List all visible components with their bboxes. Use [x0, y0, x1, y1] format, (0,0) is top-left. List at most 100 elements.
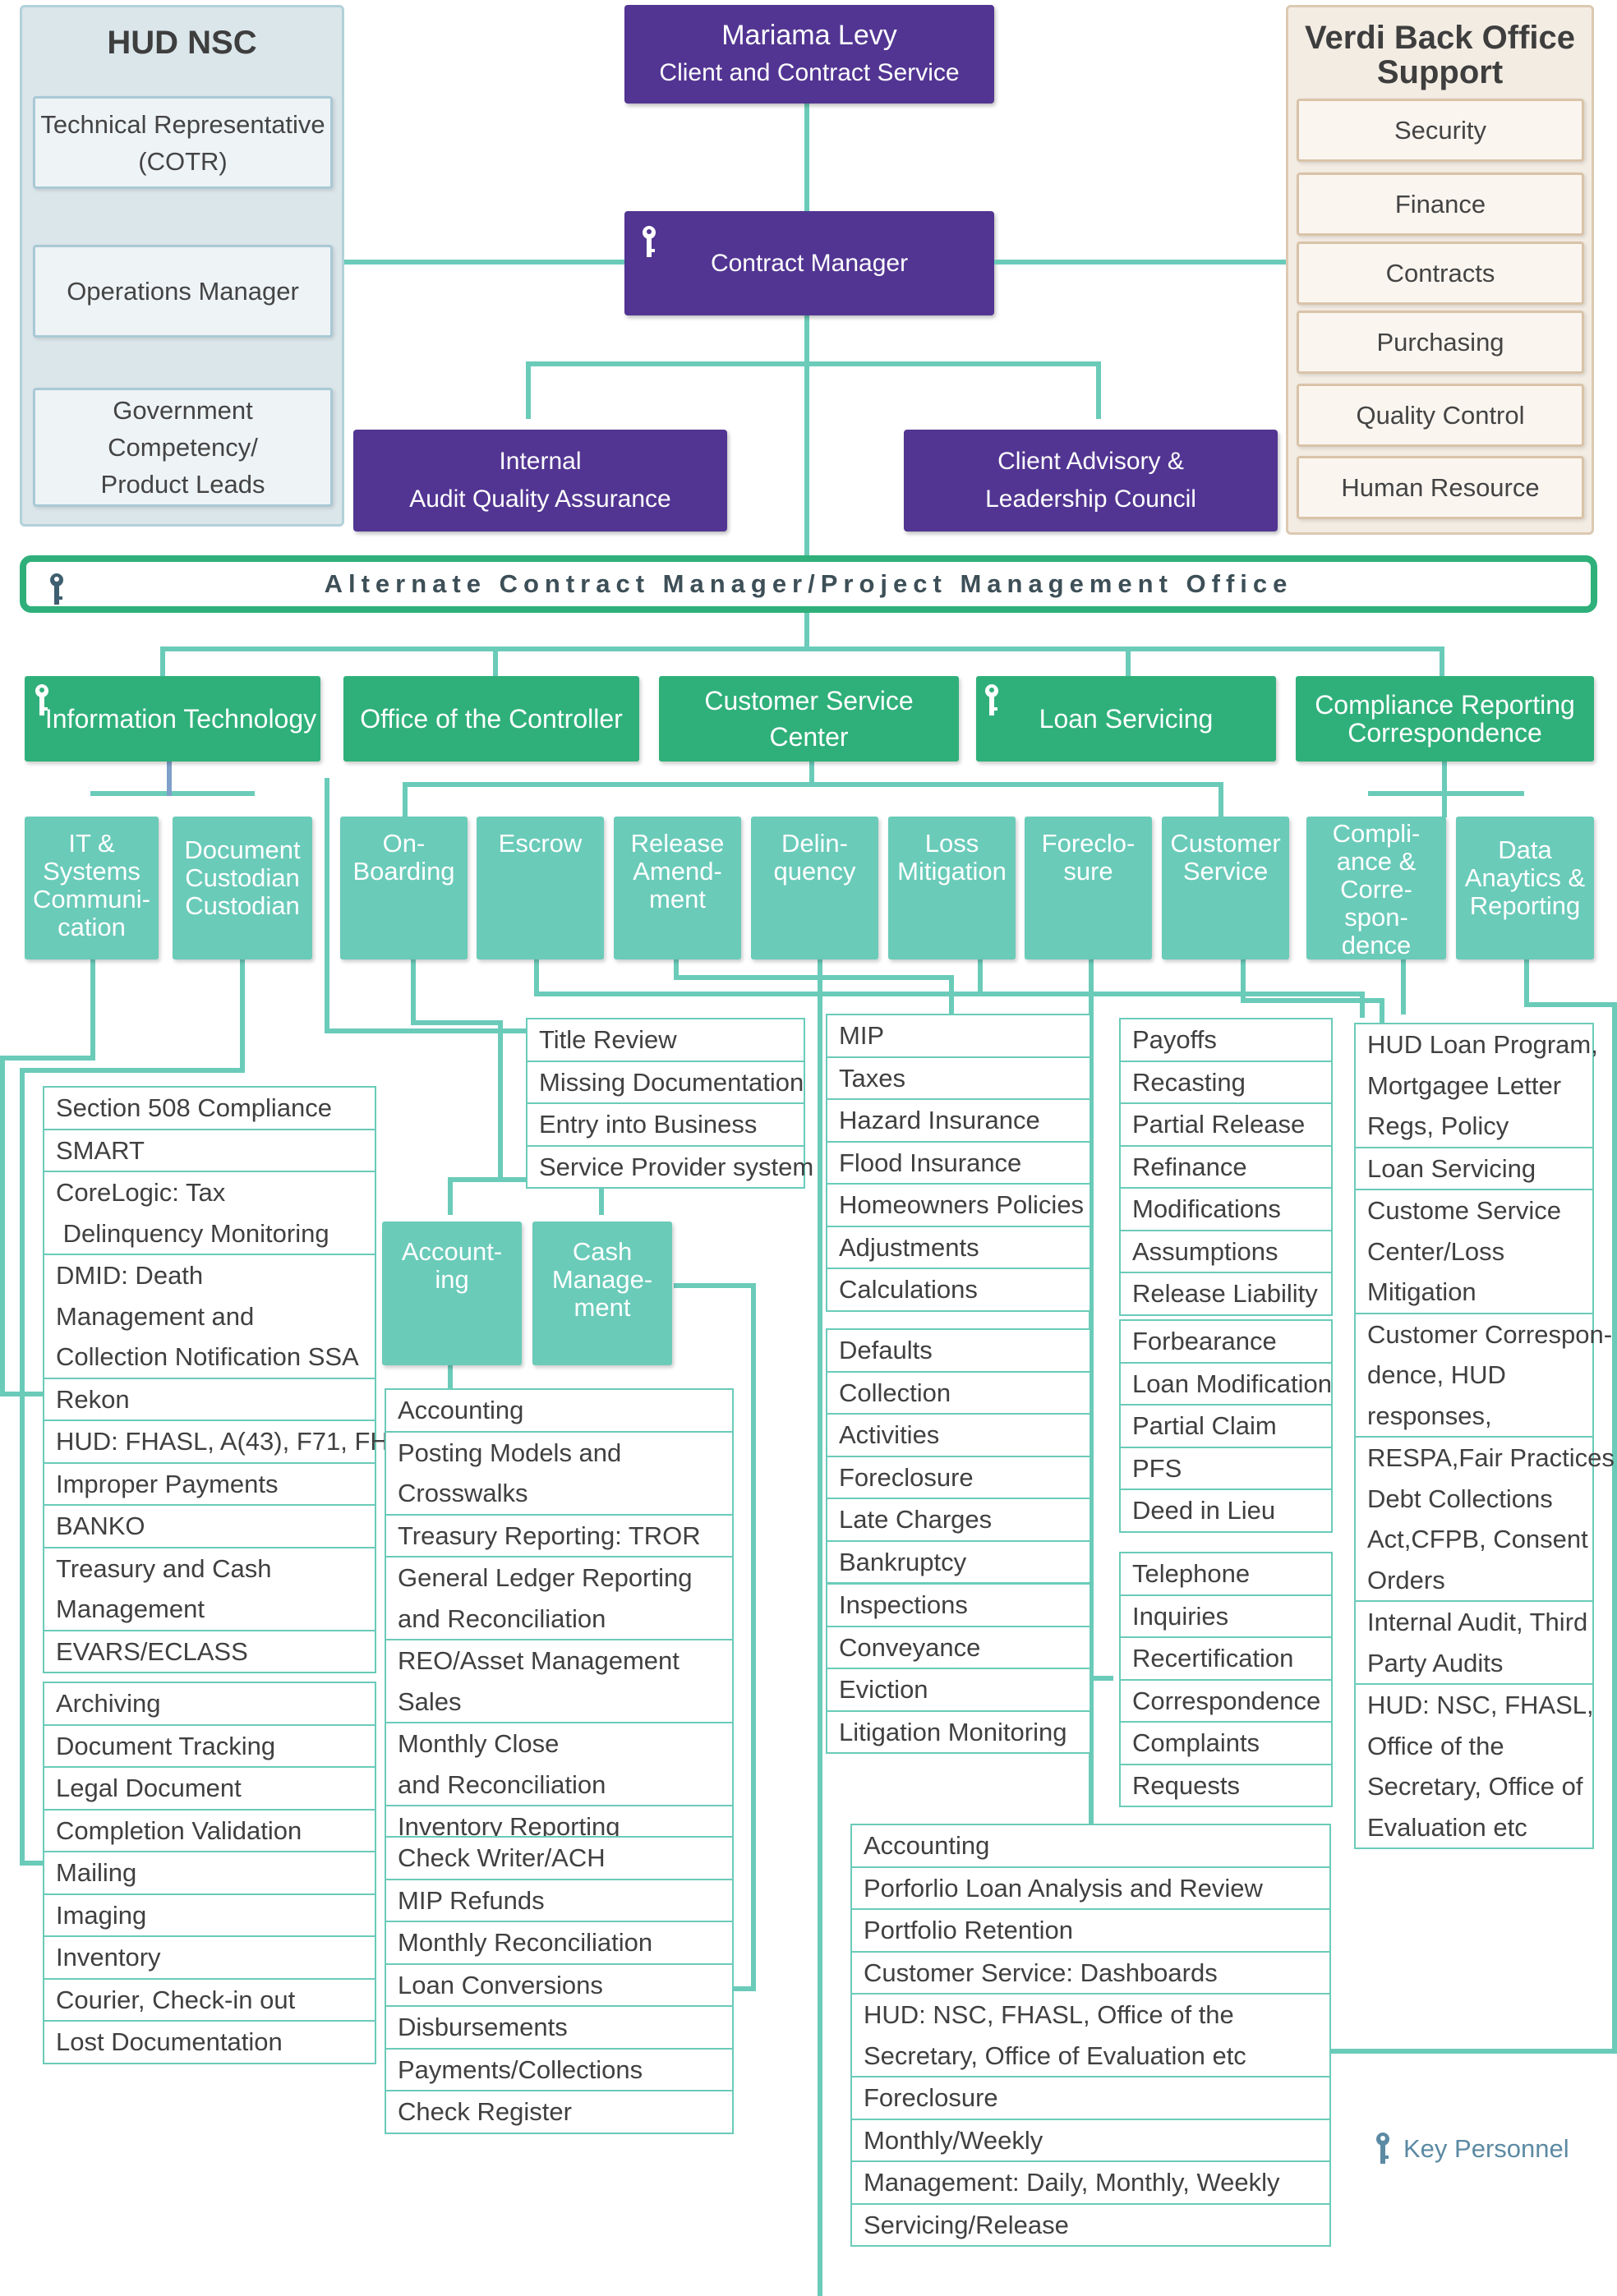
- list-item: Lost Documentation: [56, 2027, 283, 2056]
- connector: [674, 975, 953, 980]
- list-item: Entry into Business: [527, 1104, 804, 1147]
- key-icon: [1376, 2133, 1389, 2164]
- unit-it-systems: IT & Systems Communi- cation: [25, 817, 159, 959]
- list-item: Monthly/Weekly: [852, 2120, 1329, 2162]
- list-item-line: HUD: NSC, FHASL,: [1367, 1691, 1594, 1719]
- cotr-line1: Technical Representative: [40, 109, 325, 139]
- connector: [240, 957, 245, 1073]
- connector: [534, 957, 539, 996]
- connector: [804, 608, 809, 649]
- dept-compliance-reporting: Compliance Reporting Correspondence: [1296, 676, 1594, 761]
- list-item: Rekon: [44, 1379, 375, 1421]
- list-item: Partial Release: [1121, 1104, 1331, 1147]
- list-item: EVARS/ECLASS: [56, 1636, 248, 1666]
- connector: [1096, 361, 1101, 419]
- list-item: Defaults: [827, 1330, 1090, 1373]
- connector: [90, 957, 95, 1061]
- unit-escrow: Escrow: [477, 817, 604, 959]
- unit-data-l2: Anaytics &: [1464, 863, 1586, 892]
- key-icon: [35, 684, 48, 715]
- client-contract-service-box: Mariama Levy Client and Contract Service: [624, 5, 994, 104]
- key-icon: [50, 573, 63, 605]
- list-item: MIP Refunds: [386, 1880, 732, 1922]
- list-item-line: Custome Service: [1367, 1196, 1562, 1225]
- unit-release-l2: Amend-: [633, 857, 722, 886]
- connector: [1089, 1676, 1113, 1681]
- list-item-line: HUD Loan Program,: [1367, 1030, 1598, 1059]
- connector: [411, 1020, 503, 1025]
- unit-acct-l2: ing: [435, 1265, 469, 1294]
- unit-doc-l1: Document: [184, 835, 301, 864]
- connector: [167, 760, 172, 796]
- connector: [1442, 760, 1447, 817]
- operations-manager-box: Operations Manager: [33, 245, 333, 338]
- list-item: Payoffs: [1121, 1019, 1331, 1062]
- list-item: Monthly Reconciliation: [386, 1922, 732, 1965]
- unit-it-l4: cation: [58, 913, 126, 941]
- human-resource-box: Human Resource: [1297, 456, 1584, 519]
- list-item: Litigation Monitoring: [839, 1717, 1067, 1746]
- connector: [1368, 791, 1524, 796]
- unit-comp-l5: dence: [1341, 931, 1412, 959]
- list-item: Calculations: [839, 1275, 978, 1304]
- key-icon: [643, 226, 656, 257]
- list-item-line: Management and: [56, 1301, 255, 1331]
- unit-data-l3: Reporting: [1469, 891, 1581, 920]
- connector: [498, 1020, 503, 1180]
- list-item-line: Office of the: [1367, 1731, 1504, 1760]
- unit-onboard-l2: Boarding: [352, 857, 455, 886]
- connector: [160, 646, 165, 676]
- connector: [448, 1364, 453, 1388]
- unit-data-l1: Data: [1498, 835, 1552, 864]
- connector: [20, 1068, 242, 1073]
- dept-loan-label: Loan Servicing: [1039, 704, 1214, 734]
- list-item-line: Center/Loss: [1367, 1236, 1505, 1266]
- list-item-line: Regs, Policy: [1367, 1111, 1509, 1140]
- list-item: Legal Document: [44, 1768, 375, 1811]
- list-item: Adjustments: [827, 1227, 1090, 1269]
- connector: [804, 102, 809, 555]
- unit-it-l1: IT &: [68, 829, 115, 858]
- list-item: Inquiries: [1121, 1596, 1331, 1638]
- connector: [448, 1177, 453, 1215]
- unit-cash-l3: ment: [574, 1293, 631, 1322]
- list-item: Bankruptcy: [839, 1547, 967, 1576]
- list-item: Imaging: [44, 1895, 375, 1937]
- gov-leads-line1: Government: [113, 396, 253, 425]
- connector: [1524, 1002, 1617, 1007]
- unit-doc-l2: Custodian: [185, 863, 300, 892]
- list-item: Missing Documentation: [527, 1062, 804, 1104]
- connector: [599, 1177, 604, 1215]
- list-item-line: Crosswalks: [398, 1479, 528, 1507]
- list-item: Late Charges: [827, 1499, 1090, 1542]
- list-item-line: Sales: [398, 1686, 462, 1716]
- unit-delinq-l1: Delin-: [781, 829, 848, 858]
- connector: [1089, 957, 1094, 2218]
- unit-onboarding: On- Boarding: [340, 817, 468, 959]
- list-item-line: Monthly Close: [398, 1729, 560, 1758]
- list-item: Requests: [1132, 1770, 1240, 1800]
- connector: [160, 646, 1442, 651]
- connector: [403, 782, 1221, 787]
- list-item-line: Delinquency Monitoring: [56, 1218, 329, 1248]
- unit-document-custodian: Document Custodian Custodian: [173, 817, 312, 959]
- government-leads-box: Government Competency/ Product Leads: [33, 388, 333, 507]
- connector: [0, 1056, 5, 1396]
- dept-controller-label: Office of the Controller: [360, 704, 623, 734]
- unit-comp-l2: ance &: [1336, 847, 1417, 876]
- list-item-line: Debt Collections: [1367, 1484, 1553, 1513]
- list-item: SMART: [44, 1130, 375, 1172]
- unit-cs-l2: Service: [1182, 857, 1269, 886]
- list-item: Telephone: [1121, 1553, 1331, 1596]
- list-item: Completion Validation: [44, 1811, 375, 1852]
- list-item: Check Writer/ACH: [386, 1838, 732, 1880]
- list-item: Treasury Reporting: TROR: [386, 1516, 732, 1558]
